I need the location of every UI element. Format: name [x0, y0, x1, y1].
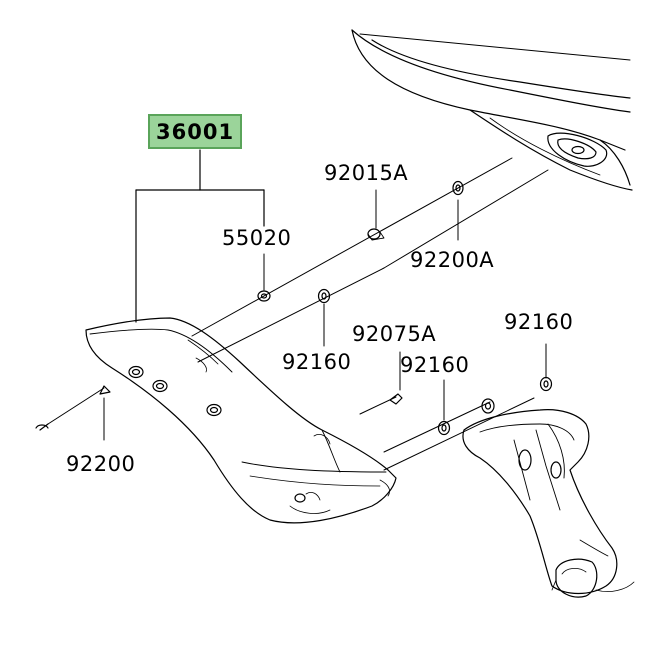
side-cover-panel [85, 317, 397, 524]
fastener-parts [35, 180, 553, 436]
frame-slot-bracket [547, 132, 608, 167]
part-number-92015a: 92015A [324, 161, 409, 185]
assembly-guide-lines [47, 157, 549, 471]
assembly-part-number-highlight: 36001 [148, 114, 243, 149]
part-number-92200: 92200 [66, 452, 136, 476]
leader-lines [103, 189, 547, 441]
part-number-92160-right: 92160 [504, 310, 574, 334]
part-number-92075a: 92075A [352, 322, 437, 346]
assembly-bracket-lines [135, 149, 265, 323]
frame-tail-section [351, 29, 633, 191]
part-number-92160-left: 92160 [282, 350, 352, 374]
mounting-bracket [462, 409, 635, 598]
part-number-92160-mid: 92160 [400, 353, 470, 377]
part-number-92200a: 92200A [410, 248, 495, 272]
part-number-55020: 55020 [222, 226, 292, 250]
